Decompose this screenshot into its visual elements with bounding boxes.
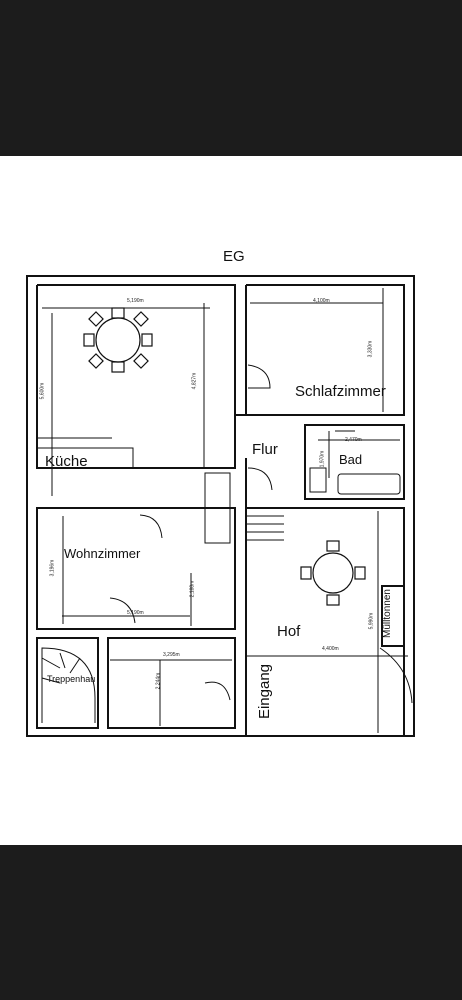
entrance-door — [379, 647, 413, 704]
stair-wall — [36, 637, 99, 729]
dim-hof-width: 4,400m — [322, 646, 339, 652]
dim-schlaf-height: 3,330m — [367, 340, 374, 358]
dining-table — [95, 317, 141, 363]
storage-door — [204, 681, 231, 701]
dimension-lines — [42, 288, 408, 733]
bathtub — [337, 473, 401, 495]
courtyard-wall — [246, 507, 405, 736]
spiral-stairs — [41, 647, 96, 723]
bottom-black-bar — [0, 845, 462, 1000]
toilet — [309, 467, 327, 493]
room-label-muelltonnen: Mülltonnen — [381, 589, 393, 638]
bedroom-door — [247, 364, 271, 389]
room-label-schlafzimmer: Schlafzimmer — [295, 383, 386, 400]
outer-wall — [26, 275, 415, 737]
dim-kueche-width: 5,190m — [127, 298, 144, 304]
kitchen-counter — [36, 447, 134, 469]
closet — [204, 472, 231, 544]
living-door-2 — [109, 597, 136, 624]
courtyard-table — [312, 552, 354, 594]
room-label-flur: Flur — [252, 441, 278, 458]
room-label-eingang: Eingang — [256, 663, 274, 720]
room-label-treppenhaus: Treppenhau — [47, 674, 96, 684]
room-label-wohnzimmer: Wohnzimmer — [64, 546, 141, 561]
bedroom-wall — [245, 284, 405, 416]
living-room-wall — [36, 507, 236, 630]
dim-kueche-inner: 4,827m — [191, 372, 198, 390]
living-door — [139, 514, 163, 539]
dim-schlaf-width: 4,100m — [313, 298, 330, 304]
dim-treppe-width: 3,295m — [163, 652, 180, 658]
floor-plan-drawing — [26, 275, 415, 737]
dim-wohn-height: 3,196m — [49, 559, 56, 577]
bath-wall — [304, 424, 405, 500]
room-label-kueche: Küche — [45, 453, 88, 470]
plan-title: EG — [223, 248, 245, 265]
room-label-bad: Bad — [339, 452, 363, 467]
dim-wohn-inner: 2,188m — [189, 580, 196, 598]
hall-door — [247, 467, 273, 491]
dim-treppe-height: 2,244m — [155, 672, 162, 690]
dim-hof-height: 5,990m — [368, 612, 375, 630]
room-label-hof: Hof — [277, 623, 301, 640]
dim-bad-width: 2,470m — [345, 437, 362, 443]
top-black-bar — [0, 0, 462, 156]
dim-wohn-width: 5,190m — [127, 610, 144, 616]
kitchen-wall — [36, 284, 236, 469]
dim-bad-height: 1,970m — [319, 450, 326, 468]
dim-kueche-height: 5,600m — [39, 382, 46, 400]
floor-plan: EG Küche Schlafzimmer Flur Bad Wohnzimme… — [0, 228, 462, 774]
storage-wall — [107, 637, 236, 729]
bins-box — [381, 585, 405, 647]
